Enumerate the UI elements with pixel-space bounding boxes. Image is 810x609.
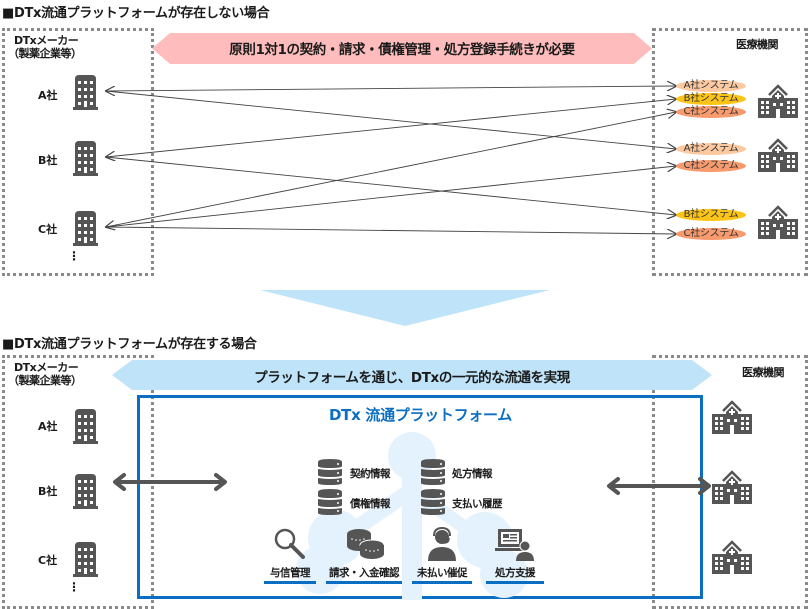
database-icon bbox=[318, 489, 342, 515]
system-badge: C社システム bbox=[676, 160, 746, 172]
connection-line bbox=[105, 226, 676, 234]
computer-user-icon bbox=[495, 529, 534, 561]
function-credit-management: 与信管理 bbox=[264, 565, 316, 584]
double-arrow-shape bbox=[112, 360, 712, 390]
operator-icon bbox=[428, 527, 456, 561]
platform-institution-double-arrow bbox=[607, 477, 711, 495]
connection-line bbox=[106, 86, 676, 91]
magnifier-icon bbox=[274, 528, 305, 559]
transition-down-arrow bbox=[260, 290, 550, 326]
double-arrow-shape bbox=[152, 33, 652, 64]
connection-line bbox=[105, 90, 676, 149]
system-badge: B社システム bbox=[676, 209, 746, 221]
building-icon bbox=[73, 472, 98, 509]
makers-label-bottom: DTxメーカー （製薬企業等） bbox=[8, 361, 82, 387]
company-label-b: B社 bbox=[38, 485, 58, 498]
building-icon bbox=[73, 540, 98, 577]
platform-title: DTx 流通プラットフォーム bbox=[329, 406, 512, 424]
company-label-c: C社 bbox=[38, 554, 58, 567]
company-label-c: C社 bbox=[38, 223, 58, 236]
more-companies-ellipsis-bottom: ⋮ bbox=[68, 580, 80, 594]
system-badge: C社システム bbox=[676, 228, 746, 240]
company-label-a: A社 bbox=[38, 89, 58, 102]
banner-arrow-top bbox=[152, 33, 652, 64]
database-icon bbox=[421, 489, 445, 515]
system-badge: A社システム bbox=[676, 80, 746, 92]
network-background bbox=[296, 432, 528, 600]
hospital-icon bbox=[712, 540, 752, 574]
company-label-a: A社 bbox=[38, 420, 58, 433]
hospital-icon bbox=[758, 138, 798, 172]
institutions-label-top: 医療機関 bbox=[736, 38, 779, 51]
institutions-label-bottom: 医療機関 bbox=[742, 366, 785, 379]
hospital-icon bbox=[712, 470, 752, 504]
db-label-contract: 契約情報 bbox=[350, 468, 391, 480]
banner-text-top: 原則1対1の契約・請求・債権管理・処方登録手続きが必要 bbox=[229, 42, 575, 58]
section-title-with-platform: ■DTx流通プラットフォームが存在する場合 bbox=[2, 337, 257, 352]
connection-line bbox=[105, 166, 676, 228]
db-label-receivable: 債権情報 bbox=[350, 498, 391, 510]
section-title-without-platform: ■DTx流通プラットフォームが存在しない場合 bbox=[2, 6, 270, 21]
function-prescription-support: 処方支援 bbox=[486, 565, 544, 584]
hospital-icon bbox=[712, 400, 752, 434]
connection-line bbox=[106, 112, 676, 227]
system-badge: A社システム bbox=[676, 143, 746, 155]
db-label-prescription: 処方情報 bbox=[452, 468, 493, 480]
banner-arrow-bottom bbox=[112, 360, 712, 390]
building-icon bbox=[73, 407, 98, 444]
institutions-box-bottom bbox=[652, 355, 808, 609]
db-label-payment-history: 支払い履歴 bbox=[452, 498, 503, 510]
company-label-b: B社 bbox=[38, 154, 58, 167]
connection-line bbox=[105, 156, 676, 215]
coins-icon bbox=[347, 529, 385, 559]
hospital-icon bbox=[758, 205, 798, 239]
database-icon bbox=[421, 459, 445, 485]
banner-text-bottom: プラットフォームを通じ、DTxの一元的な流通を実現 bbox=[254, 370, 570, 386]
connection-line bbox=[106, 99, 676, 157]
makers-label-top: DTxメーカー （製薬企業等） bbox=[8, 34, 82, 60]
system-badge: C社システム bbox=[676, 106, 746, 118]
function-unpaid-reminder: 未払い催促 bbox=[412, 565, 472, 584]
connection-lines bbox=[0, 0, 810, 280]
hospital-icon bbox=[758, 84, 798, 118]
database-icon bbox=[318, 459, 342, 485]
function-billing-payment-check: 請求・入金確認 bbox=[326, 565, 402, 584]
maker-platform-double-arrow bbox=[113, 473, 227, 491]
system-badge: B社システム bbox=[676, 93, 746, 105]
